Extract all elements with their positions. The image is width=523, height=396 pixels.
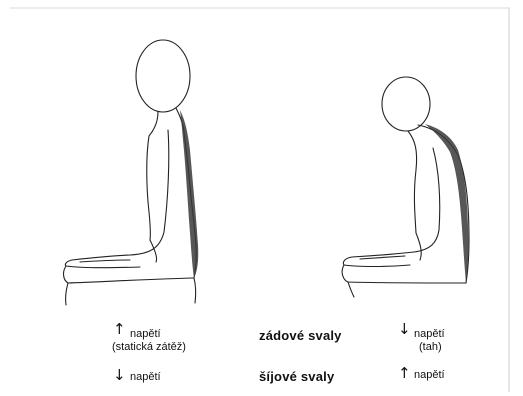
left-back-tension-note: (statická zátěž) [112,341,186,353]
down-arrow-icon: ↓ [113,368,126,383]
slumped-chest [408,131,417,233]
up-arrow-icon: ↑ [398,366,411,381]
slumped-figure [342,77,469,297]
slumped-back-muscles [425,124,468,283]
upright-arm [72,130,169,260]
right-neck-tension-label: napětí [414,369,445,381]
upright-head [136,40,190,112]
up-arrow-icon: ↑ [113,322,126,337]
slumped-arm [352,148,440,257]
upright-seat [66,283,68,305]
upright-thigh [64,266,194,283]
slumped-head [382,77,430,131]
left-neck-tension-label: napětí [130,371,161,383]
upright-chest [147,112,158,240]
slumped-thigh [342,265,466,283]
right-back-tension-note: (tah) [419,341,442,353]
left-back-tension-label: napětí [130,328,161,340]
upright-figure [64,40,197,305]
back-muscles-label: zádové svaly [259,328,342,343]
neck-muscles-label: šíjové svaly [259,369,334,384]
down-arrow-icon: ↓ [398,322,411,337]
slumped-seat [348,282,354,297]
upright-back-muscles [180,110,198,278]
right-back-tension-label: napětí [414,328,445,340]
